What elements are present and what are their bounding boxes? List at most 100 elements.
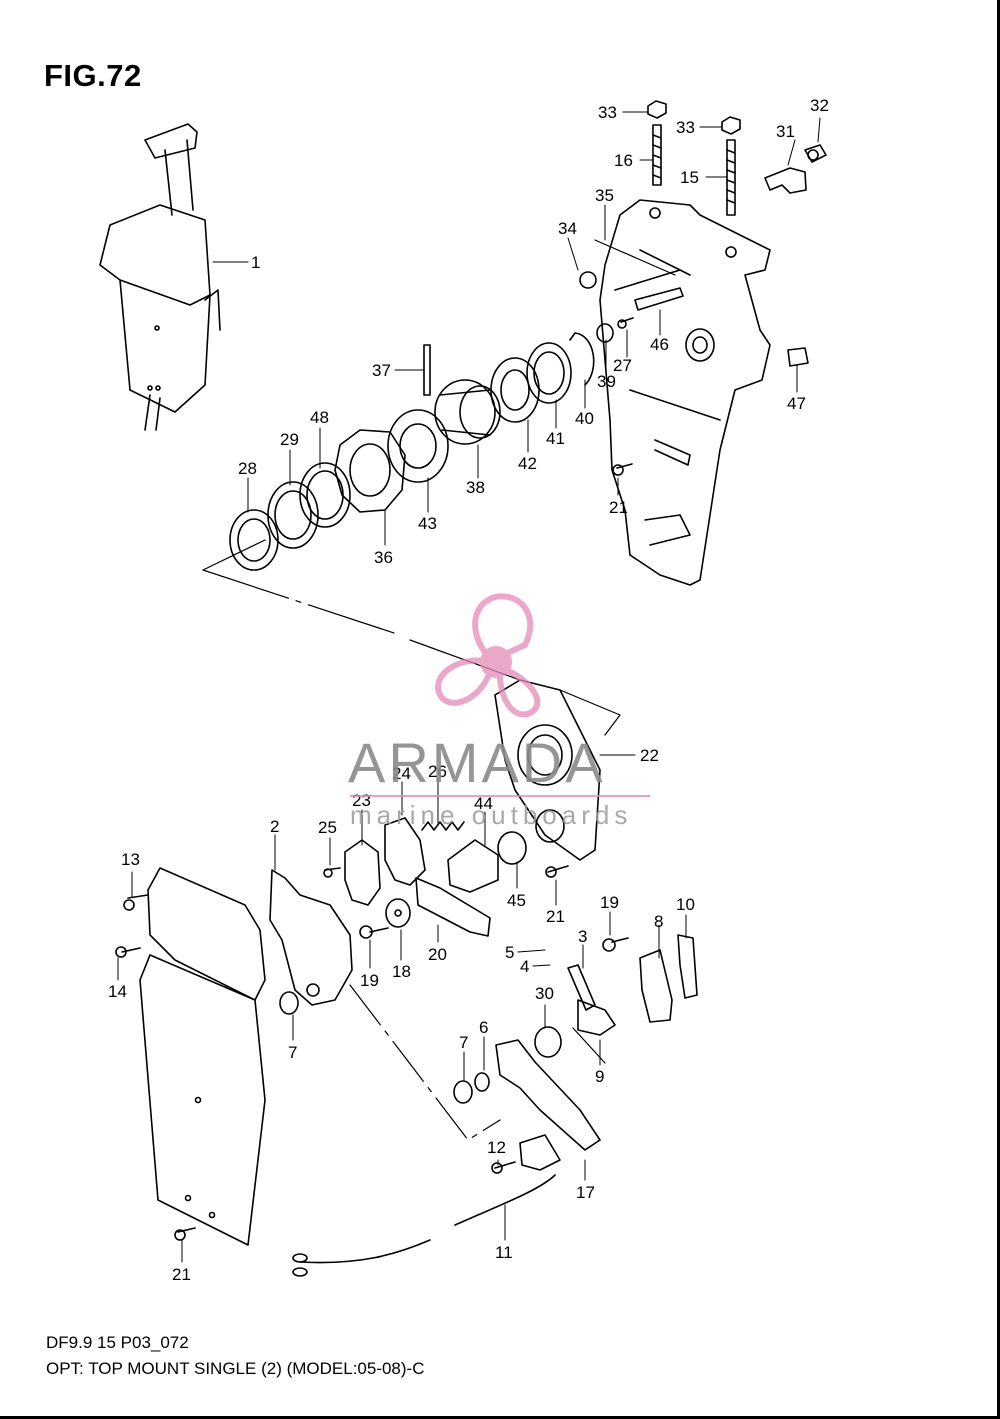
cam-36 (334, 429, 406, 513)
callout-19b: 19 (600, 893, 619, 912)
callout-6: 6 (479, 1018, 488, 1037)
washer-18 (385, 898, 411, 928)
plug-34 (579, 271, 597, 289)
collar-39 (596, 323, 614, 343)
switch-plate-17 (495, 1039, 601, 1151)
callout-35: 35 (595, 186, 614, 205)
callout-17: 17 (576, 1183, 595, 1202)
circlip-40 (569, 332, 595, 386)
cam-23 (344, 839, 381, 906)
callout-4: 4 (520, 957, 529, 976)
spring-26 (421, 821, 465, 831)
callout-39: 39 (597, 372, 616, 391)
callout-34: 34 (558, 219, 577, 238)
callout-33b: 33 (676, 118, 695, 137)
lever-44 (447, 839, 499, 893)
washer-6 (474, 1072, 490, 1092)
callout-42: 42 (518, 454, 537, 473)
washer-41 (526, 342, 572, 404)
callout-20: 20 (428, 945, 447, 964)
callout-27: 27 (613, 356, 632, 375)
callout-38: 38 (466, 478, 485, 497)
ring-48 (299, 462, 351, 528)
watermark-brand: ARMADA (348, 731, 606, 794)
callout-48: 48 (310, 408, 329, 427)
figure-title: FIG.72 (44, 58, 142, 93)
callout-40: 40 (575, 409, 594, 428)
callout-46: 46 (650, 335, 669, 354)
arm-9 (577, 999, 616, 1036)
callout-44: 44 (474, 794, 493, 813)
callout-10: 10 (676, 895, 695, 914)
mounting-bracket (599, 199, 771, 586)
diagram-code: DF9.9 15 P03_072 (46, 1333, 189, 1352)
control-lever-housing (99, 123, 221, 431)
callout-47: 47 (787, 394, 806, 413)
callout-14: 14 (108, 982, 127, 1001)
callout-18: 18 (392, 962, 411, 981)
callout-3: 3 (578, 927, 587, 946)
plate-29 (267, 481, 319, 549)
watermark-divider (350, 795, 650, 797)
callout-45: 45 (507, 891, 526, 910)
callout-31: 31 (776, 122, 795, 141)
watermark-propeller-icon (435, 593, 541, 718)
assembly-centerlines (202, 239, 676, 1141)
callout-11: 11 (495, 1243, 513, 1262)
callout-32: 32 (810, 96, 829, 115)
bearing-42 (490, 357, 540, 423)
housing-22 (494, 679, 601, 861)
callout-22: 22 (640, 746, 659, 765)
collar-45 (497, 831, 527, 865)
callout-21b: 21 (546, 907, 565, 926)
gear-38 (434, 379, 501, 445)
diagram-description: OPT: TOP MOUNT SINGLE (2) (MODEL:05-08)-… (46, 1359, 425, 1378)
callout-28: 28 (238, 459, 257, 478)
callout-15: 15 (680, 168, 699, 187)
callout-5: 5 (505, 943, 514, 962)
cam-24 (384, 817, 426, 886)
callout-1: 1 (251, 253, 260, 272)
plate-20 (415, 877, 491, 937)
callout-26: 26 (428, 762, 447, 781)
rod-46 (634, 287, 684, 311)
plate-2 (269, 869, 353, 1006)
switch-12 (519, 1134, 561, 1171)
callout-12: 12 (487, 1138, 506, 1157)
bolt-15 (726, 139, 736, 216)
shaft-3 (567, 964, 596, 1011)
nut-33 (647, 100, 741, 135)
bracket-8 (639, 949, 673, 1023)
callout-25: 25 (318, 818, 337, 837)
plate-10 (677, 934, 698, 999)
bolt-16 (652, 124, 662, 186)
bushing-28 (229, 509, 279, 571)
callout-41: 41 (546, 429, 565, 448)
callout-leaders (117, 111, 821, 1263)
watermark-tagline: marine outboards (350, 800, 633, 830)
callout-33a: 33 (598, 103, 617, 122)
callout-7b: 7 (288, 1043, 297, 1062)
callout-9: 9 (595, 1067, 604, 1086)
wire-harness-11 (292, 1174, 556, 1277)
washer-43 (387, 409, 449, 483)
callout-37: 37 (372, 361, 391, 380)
callout-30: 30 (535, 984, 554, 1003)
ring-7 (279, 991, 473, 1104)
callout-36: 36 (374, 548, 393, 567)
callout-8: 8 (654, 912, 663, 931)
callout-2: 2 (270, 817, 279, 836)
callout-21a: 21 (609, 498, 628, 517)
callout-29: 29 (280, 430, 299, 449)
nut-30 (534, 1026, 562, 1058)
callout-19a: 19 (360, 971, 379, 990)
callout-13: 13 (121, 850, 140, 869)
base-plate (139, 867, 266, 1246)
callout-43: 43 (418, 514, 437, 533)
callout-21c: 21 (172, 1265, 191, 1284)
callout-16: 16 (614, 151, 633, 170)
cap-47 (787, 347, 809, 367)
callout-24: 24 (392, 764, 411, 783)
